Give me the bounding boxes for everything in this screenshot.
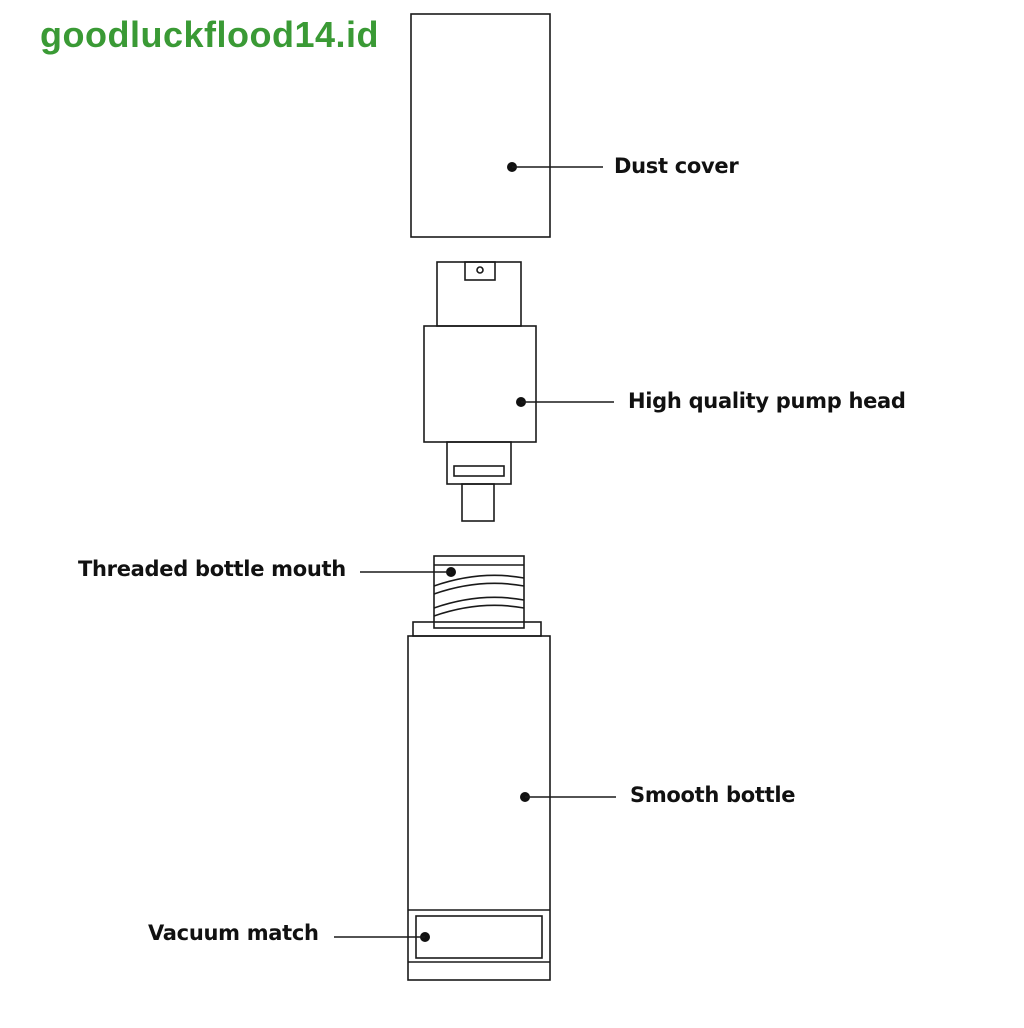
label-dust-cover: Dust cover	[614, 154, 739, 178]
label-vacuum-match: Vacuum match	[148, 921, 319, 945]
callout-dust-cover	[507, 162, 603, 172]
pump-head-part	[423, 261, 537, 522]
smooth-bottle-part	[407, 635, 551, 981]
label-pump-head: High quality pump head	[628, 389, 906, 413]
watermark-logo: goodluckflood14.id	[40, 14, 379, 55]
callout-pump-head	[516, 397, 614, 407]
threaded-mouth-part	[412, 555, 542, 637]
callout-vacuum-match	[334, 932, 430, 942]
callout-smooth-bottle	[520, 792, 616, 802]
label-smooth-bottle: Smooth bottle	[630, 783, 796, 807]
label-threaded-mouth: Threaded bottle mouth	[78, 557, 346, 581]
callout-threaded-mouth	[360, 567, 456, 577]
dust-cover-part	[410, 13, 551, 238]
